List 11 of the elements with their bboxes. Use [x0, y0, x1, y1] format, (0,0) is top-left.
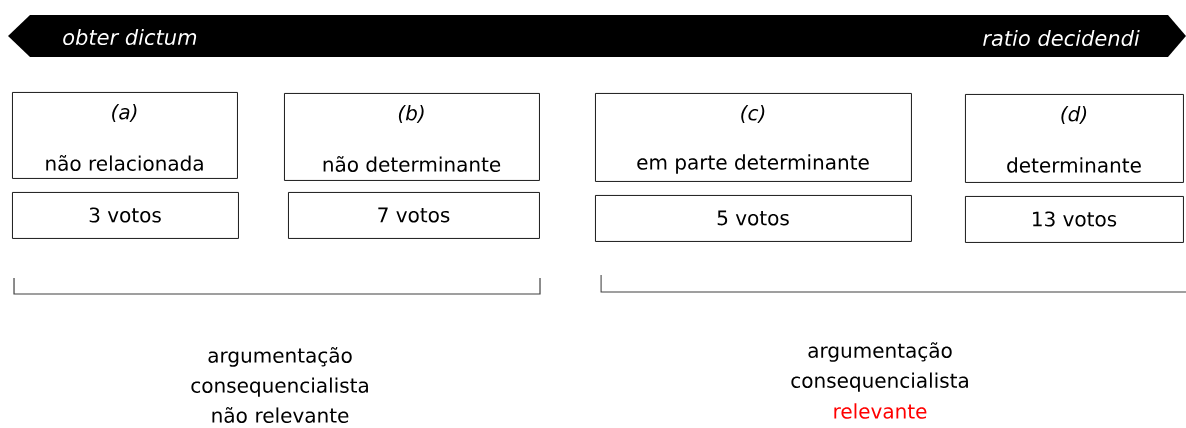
category-box: (a) não relacionada: [12, 92, 238, 179]
caption-text: relevante: [834, 403, 927, 419]
vote-box: 5 votos: [595, 195, 912, 242]
category-box: (b) não determinante: [284, 93, 540, 181]
vote-box: 3 votos: [12, 192, 239, 239]
caption-text: argumentação consequencialista: [791, 342, 968, 392]
vote-box: 13 votos: [965, 196, 1184, 243]
vote-box: 7 votos: [288, 192, 540, 239]
caption-text: argumentação consequencialista não relevante: [191, 347, 368, 423]
category-box: (c) em parte determinante: [595, 93, 912, 182]
category-box: (d) determinante: [965, 94, 1184, 183]
